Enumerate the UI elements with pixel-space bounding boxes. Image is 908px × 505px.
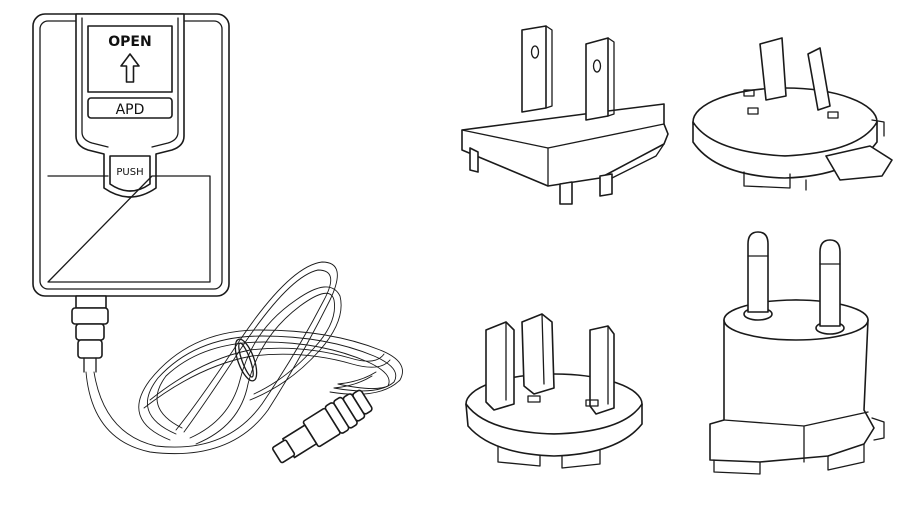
au-plug-adapter xyxy=(693,38,892,190)
us-plug-adapter xyxy=(462,26,668,204)
strain-relief-top xyxy=(72,308,108,324)
power-adapter: OPEN APD PUSH xyxy=(33,14,229,372)
brand-label: APD xyxy=(116,102,145,118)
uk-plug-pin-right xyxy=(590,326,614,414)
eu-plug-pin-right xyxy=(820,240,840,326)
us-plug-blade-right xyxy=(586,38,608,120)
uk-plug-pin-center xyxy=(522,314,554,394)
us-plug-blade-right-edge xyxy=(608,38,614,116)
uk-plug-adapter xyxy=(466,314,642,468)
eu-plug-top-face xyxy=(724,300,868,340)
eu-plug-pin-left xyxy=(748,232,768,312)
push-label: PUSH xyxy=(116,167,143,178)
us-plug-blade-left-edge xyxy=(546,26,552,108)
strain-relief-low xyxy=(78,340,102,358)
uk-plug-pin-left xyxy=(486,322,514,410)
dc-barrel-plug xyxy=(268,386,375,469)
strain-relief-tail xyxy=(84,358,96,372)
cable-exit-collar xyxy=(76,296,106,308)
cable-tail xyxy=(334,372,376,388)
us-plug-blade-left xyxy=(522,26,546,112)
strain-relief-mid xyxy=(76,324,104,340)
eu-plug-adapter xyxy=(710,232,884,474)
open-label: OPEN xyxy=(108,34,151,50)
